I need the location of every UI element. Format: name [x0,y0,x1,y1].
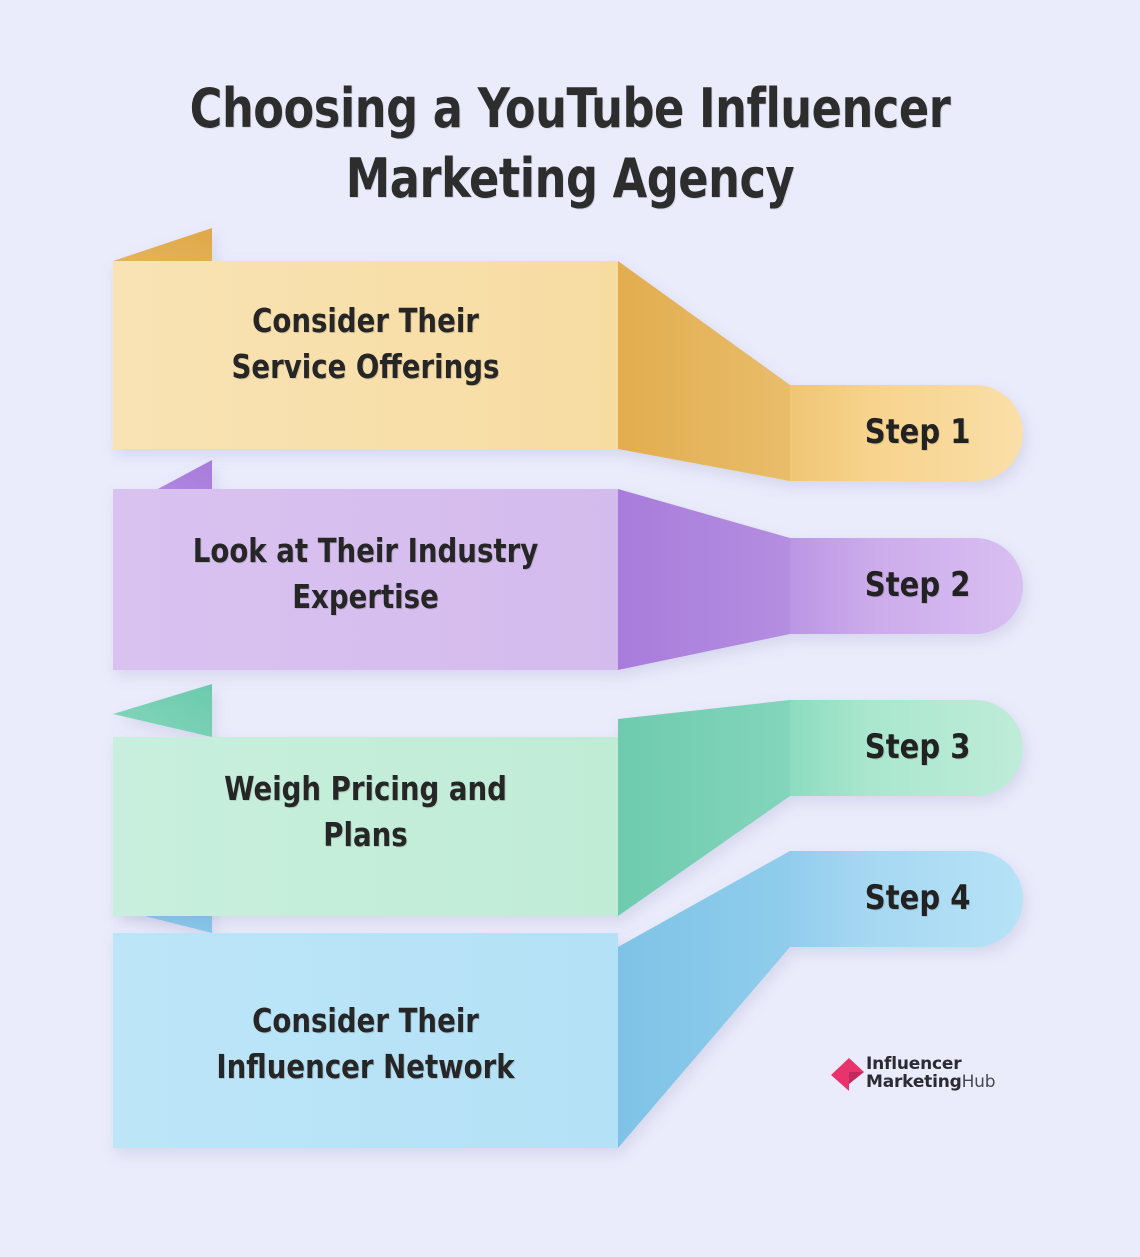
logo-wordmark: Influencer MarketingHub [866,1053,996,1092]
ribbon-step-3 [113,684,1023,916]
logo-line-marketinghub: MarketingHub [866,1072,996,1092]
ribbon-step-2 [113,460,1023,670]
logo-hub-text: Hub [961,1072,996,1092]
ribbon-step-4 [113,851,1023,1148]
left-arrow-icon [831,1058,864,1091]
logo-marketing-text: Marketing [866,1072,962,1092]
page-title-line-2: Marketing Agency [345,147,795,211]
page-title-line-1: Choosing a YouTube Influencer [189,77,951,141]
ribbon-step-1 [113,228,1023,481]
page-title: Choosing a YouTube Influencer Marketing … [46,74,1095,214]
logo-line-influencer: Influencer [866,1053,962,1074]
influencer-marketing-hub-logo[interactable]: Influencer MarketingHub [830,1044,1010,1102]
